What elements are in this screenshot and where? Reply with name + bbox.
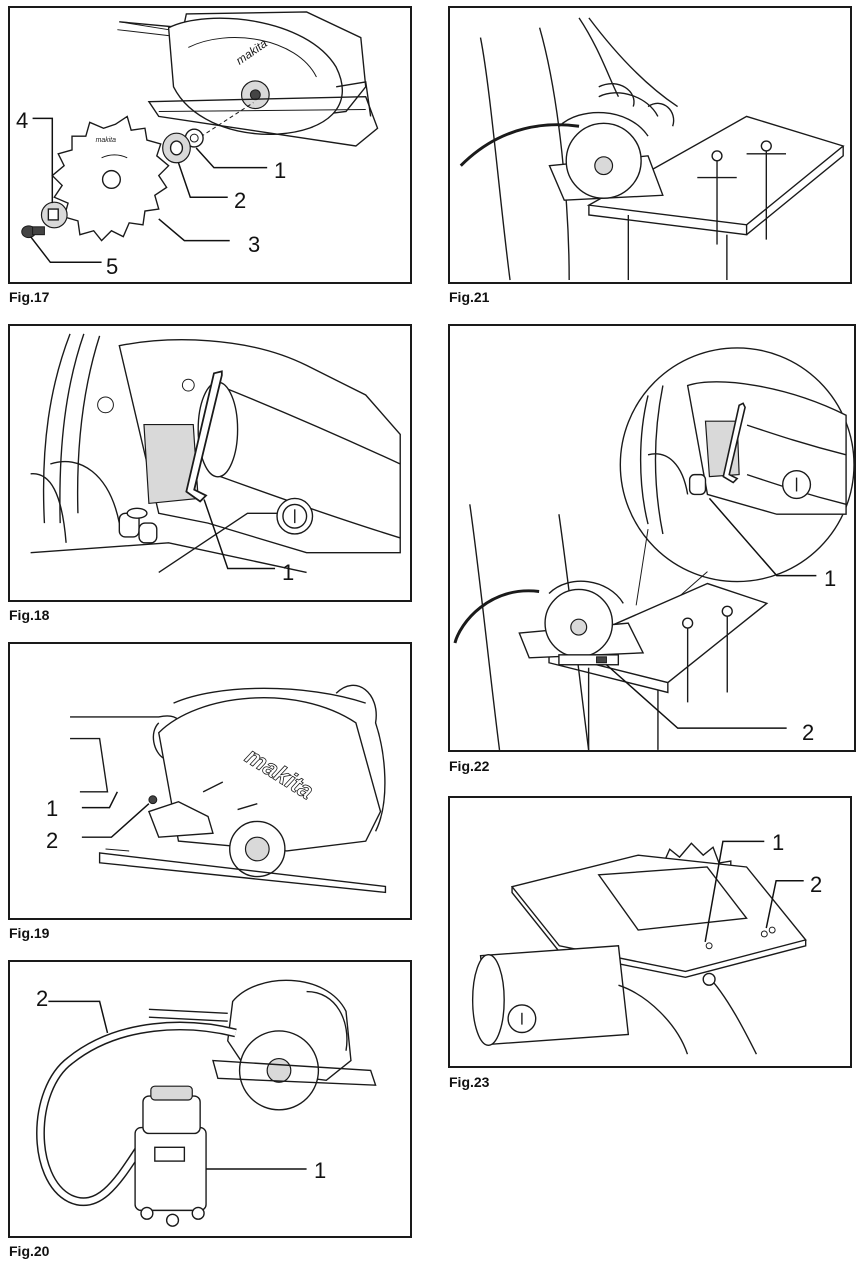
fig23-label: Fig.23 xyxy=(449,1074,490,1090)
fig18-label: Fig.18 xyxy=(9,607,50,623)
fig17-callout-1: 1 xyxy=(274,158,287,183)
fig17-panel: makita makita xyxy=(8,6,412,284)
fig19-callout-2: 2 xyxy=(46,828,59,853)
fig20-panel: 1 2 xyxy=(8,960,412,1238)
fig22-label: Fig.22 xyxy=(449,758,490,774)
fig22-callout-1: 1 xyxy=(824,566,837,591)
fig17-callout-5: 5 xyxy=(106,254,119,279)
fig23-callout-2: 2 xyxy=(810,872,823,897)
fig21-label: Fig.21 xyxy=(449,289,490,305)
fig23-callout-1: 1 xyxy=(772,830,785,855)
fig22-illustration xyxy=(453,347,854,750)
fig19-label: Fig.19 xyxy=(9,925,50,941)
fig22-callout-2: 2 xyxy=(802,720,815,745)
fig21-illustration xyxy=(459,17,845,281)
fig18-panel: 1 xyxy=(8,324,412,602)
fig23-illustration xyxy=(471,840,807,1055)
fig17-illustration: makita makita xyxy=(21,11,379,264)
fig22-panel: 1 2 xyxy=(448,324,856,752)
fig19-callout-1: 1 xyxy=(46,796,59,821)
fig17-callout-2: 2 xyxy=(234,188,247,213)
fig21-panel xyxy=(448,6,852,284)
fig23-panel: 1 2 xyxy=(448,796,852,1068)
fig20-label: Fig.20 xyxy=(9,1243,50,1259)
fig20-callout-1: 1 xyxy=(314,1158,327,1183)
hex-bolt xyxy=(21,225,45,239)
fig18-illustration xyxy=(30,333,401,574)
fig17-label: Fig.17 xyxy=(9,289,50,305)
fig18-callout-1: 1 xyxy=(282,560,295,585)
fig20-callout-2: 2 xyxy=(36,986,49,1011)
saw-blade: makita xyxy=(51,115,170,242)
fig19-illustration: makita xyxy=(70,684,387,894)
vacuum-cleaner xyxy=(134,1085,207,1227)
fig20-illustration xyxy=(36,979,377,1227)
fig17-callout-3: 3 xyxy=(248,232,261,257)
fig19-panel: makita 1 2 xyxy=(8,642,412,920)
svg-text:makita: makita xyxy=(96,137,116,144)
fig17-callout-4: 4 xyxy=(16,108,29,133)
